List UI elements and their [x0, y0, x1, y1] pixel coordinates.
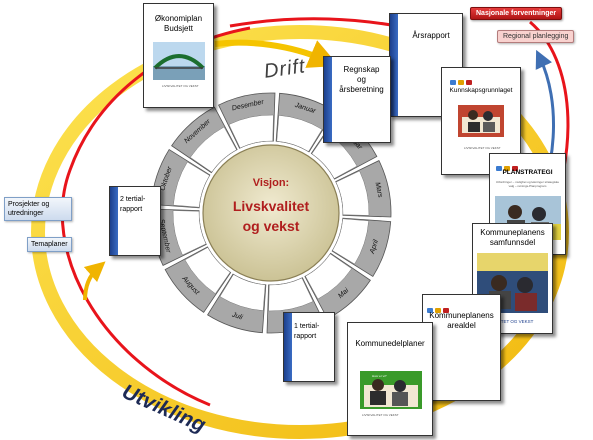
month-subsegment-mars — [335, 170, 370, 216]
municipal-logos — [450, 72, 474, 85]
bridge-photo — [153, 42, 205, 80]
tertial1-spine — [284, 313, 292, 381]
tertial1-title: 1 tertial- rapport — [294, 323, 320, 340]
month-subsegment-august — [184, 247, 231, 295]
arsrapport-title: Årsrapport — [412, 31, 450, 40]
vision-title: Visjon: — [252, 177, 290, 189]
month-subsegment-november — [189, 126, 237, 173]
tertialrapport-2-document: 2 tertial- rapport — [109, 186, 161, 256]
arsrapport-spine — [390, 14, 398, 116]
kommunedelplaner-document: Kommunedelplaner Hvor er vi? LIVSKVALITE… — [347, 322, 433, 436]
regnskap-spine — [324, 57, 332, 142]
delplaner-photo — [360, 371, 422, 409]
vision-line2: og vekst — [242, 218, 300, 234]
samfunnsdel-footer: LITET OG VEKST — [497, 319, 534, 324]
temaplaner-label: Temaplaner — [31, 241, 68, 248]
vision-line1: Livskvalitet — [232, 198, 310, 214]
okonomiplan-document: Økonomiplan Budsjett LIVSKVALITET OG VEK… — [143, 3, 214, 108]
temaplaner-box: Temaplaner — [27, 237, 72, 252]
arealdel-logos — [427, 300, 451, 313]
prosjekter-label: Prosjekter og utredninger — [8, 201, 50, 217]
okonomiplan-title: Økonomiplan Budsjett — [154, 14, 203, 33]
tertialrapport-1-document: 1 tertial- rapport — [283, 312, 335, 382]
delplaner-caption-1: Hvor er vi? — [372, 374, 387, 378]
month-subsegment-mai — [305, 253, 353, 300]
vision-circle — [202, 144, 340, 282]
tertial2-spine — [110, 187, 118, 255]
samfunnsdel-title: Kommuneplanens samfunnsdel — [480, 228, 545, 247]
regnskap-document: Regnskap og årsberetning — [323, 56, 391, 143]
utvikling-arrow-small — [83, 261, 106, 301]
month-subsegment-oktober — [173, 161, 210, 208]
delplaner-title: Kommunedelplaner — [355, 339, 425, 348]
month-subsegment-juni — [268, 277, 314, 312]
month-wheel — [150, 92, 392, 334]
regnskap-title: Regnskap og årsberetning — [339, 65, 384, 94]
arealdel-title: Kommuneplanens arealdel — [429, 311, 494, 330]
month-subsegment-januar — [276, 115, 323, 152]
kunnskapsgrunnlaget-document: Kunnskapsgrunnlaget LIVSKVALITET OG VEKS… — [441, 67, 521, 175]
delplaner-caption-2: LIVSKVALITET OG VEKST — [362, 413, 399, 417]
vision-text: Visjon: Livskvalitet og vekst — [203, 176, 339, 236]
okonomiplan-caption: LIVSKVALITET OG VEKST — [162, 84, 199, 88]
drift-arrow-inner — [214, 39, 339, 68]
regional-planlegging-badge: Regional planlegging — [497, 30, 575, 43]
month-subsegment-april — [332, 218, 369, 265]
planstrategi-title: PLANSTRATEGI — [502, 169, 553, 176]
planstrategi-logos — [496, 158, 520, 171]
month-subsegment-desember — [228, 114, 274, 149]
planstrategi-sub: Utfordringer – mulighet og løsninger str… — [495, 180, 560, 188]
kunnskap-title: Kunnskapsgrunnlaget — [449, 87, 513, 94]
school-photo — [458, 105, 504, 137]
nasjonale-forventninger-badge: Nasjonale forventninger — [470, 7, 563, 20]
arealdel-document: Kommuneplanens arealdel — [422, 294, 501, 401]
month-subsegment-september — [172, 210, 207, 256]
month-subsegment-juli — [219, 274, 266, 311]
tertial2-title: 2 tertial- rapport — [120, 196, 146, 213]
prosjekter-box: Prosjekter og utredninger — [4, 197, 72, 221]
kunnskap-caption: LIVSKVALITET OG VEKST — [464, 146, 501, 150]
